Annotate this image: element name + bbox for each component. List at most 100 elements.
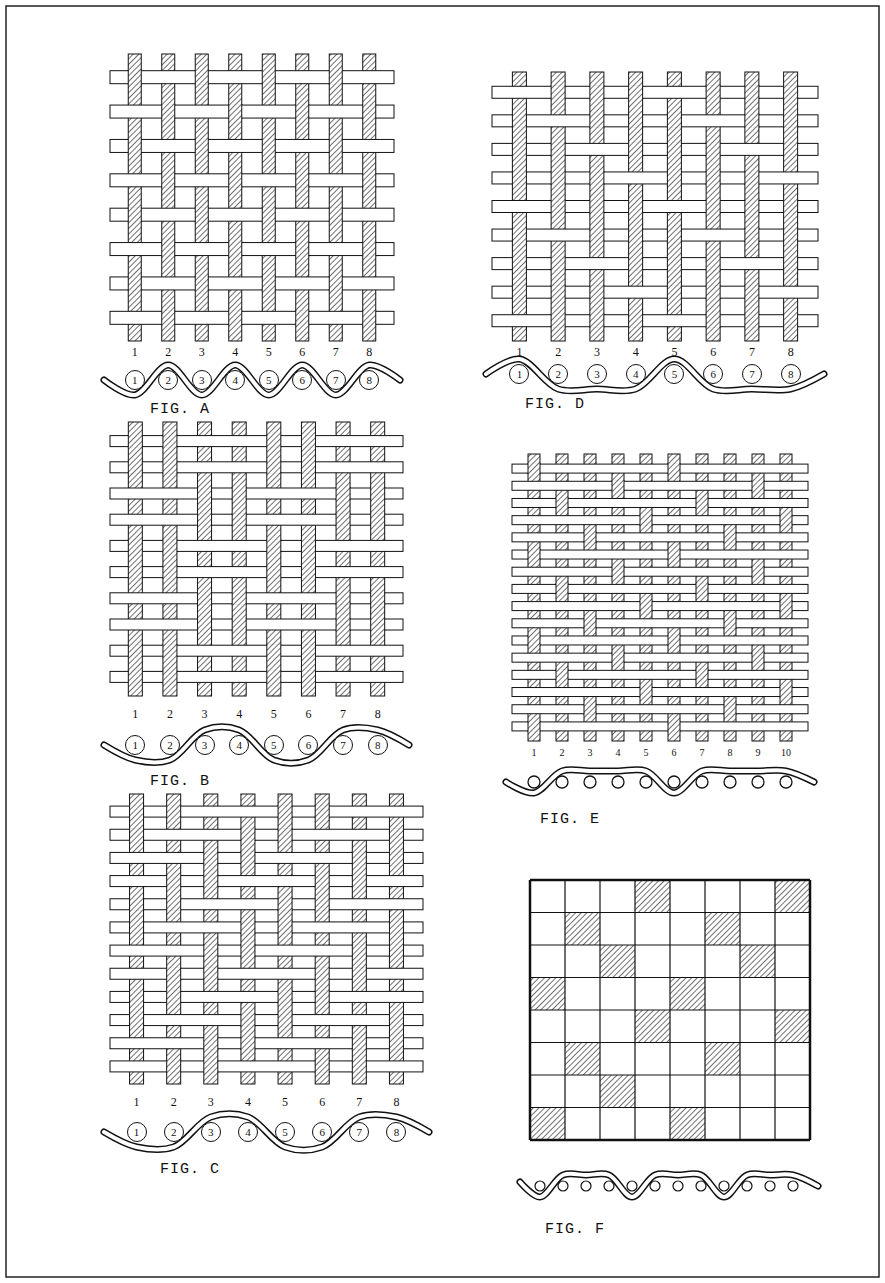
- warp-thread: [784, 72, 798, 341]
- warp-float: [198, 513, 212, 526]
- warp-float: [329, 276, 342, 291]
- warp-edge: [350, 487, 351, 500]
- warp-thread: [629, 72, 643, 341]
- warp-edge: [280, 670, 281, 683]
- weft-thread: [110, 488, 403, 499]
- weft-thread: [512, 722, 808, 731]
- warp-edge: [512, 257, 513, 271]
- weft-thread: [110, 1015, 423, 1026]
- warp-number: 7: [340, 740, 346, 751]
- column-number: 9: [756, 748, 761, 758]
- warp-float: [371, 592, 385, 605]
- warp-edge: [336, 513, 337, 526]
- warp-edge: [342, 276, 343, 291]
- warp-edge: [706, 257, 707, 271]
- warp-edge: [389, 921, 390, 934]
- warp-edge: [246, 592, 247, 605]
- warp-edge: [384, 592, 385, 605]
- warp-edge: [211, 592, 212, 605]
- warp-float: [128, 644, 142, 657]
- warp-edge: [551, 171, 552, 185]
- warp-thread: [163, 422, 177, 696]
- weft-thread: [110, 645, 403, 656]
- warp-float: [745, 200, 759, 214]
- weft-thread: [492, 172, 818, 184]
- warp-thread: [162, 54, 175, 341]
- weft-thread: [492, 143, 818, 155]
- warp-edge: [528, 463, 529, 474]
- warp-float: [204, 944, 218, 957]
- weft-thread: [110, 922, 423, 933]
- warp-number: 8: [394, 1127, 400, 1138]
- warp-edge: [292, 1014, 293, 1027]
- warp-float: [329, 70, 342, 85]
- warp-float: [163, 539, 177, 552]
- warp-edge: [278, 805, 279, 818]
- weft-thread: [512, 602, 808, 611]
- warp-edge: [315, 805, 316, 818]
- warp-edge: [624, 480, 625, 491]
- warp-section: [581, 1181, 591, 1191]
- column-number: 1: [134, 1096, 140, 1108]
- warp-edge: [526, 114, 527, 128]
- column-number: 4: [236, 708, 242, 720]
- warp-edge: [278, 1014, 279, 1027]
- warp-edge: [720, 142, 721, 156]
- warp-edge: [384, 487, 385, 500]
- warp-edge: [308, 104, 309, 119]
- warp-edge: [603, 314, 604, 328]
- warp-section: [696, 776, 708, 788]
- warp-edge: [668, 463, 669, 474]
- warp-edge: [720, 314, 721, 328]
- warp-edge: [797, 257, 798, 271]
- warp-edge: [315, 990, 316, 1003]
- warp-edge: [758, 85, 759, 99]
- warp-edge: [596, 618, 597, 629]
- warp-section: [627, 1181, 637, 1191]
- warp-float: [551, 85, 565, 99]
- warp-float: [229, 310, 242, 325]
- weft-thread: [512, 550, 808, 559]
- warp-edge: [792, 601, 793, 612]
- warp-edge: [329, 875, 330, 888]
- warp-float: [336, 513, 350, 526]
- warp-edge: [706, 200, 707, 214]
- grid-line: [704, 880, 705, 1140]
- raised-cell: [740, 945, 775, 978]
- warp-edge: [792, 687, 793, 698]
- warp-edge: [366, 851, 367, 864]
- warp-edge: [403, 921, 404, 934]
- warp-edge: [254, 1014, 255, 1027]
- column-number: 4: [245, 1096, 251, 1108]
- warp-edge: [129, 921, 130, 934]
- warp-float: [352, 1060, 366, 1073]
- warp-edge: [180, 967, 181, 980]
- warp-edge: [129, 828, 130, 841]
- warp-edge: [526, 142, 527, 156]
- warp-edge: [375, 104, 376, 119]
- weft-section-outline: [486, 359, 824, 391]
- warp-edge: [640, 687, 641, 698]
- warp-edge: [565, 285, 566, 299]
- warp-edge: [603, 285, 604, 299]
- warp-edge: [208, 276, 209, 291]
- warp-edge: [211, 513, 212, 526]
- weft-thread: [110, 829, 423, 840]
- warp-float: [706, 257, 720, 271]
- warp-section-circle: 5: [275, 1122, 295, 1142]
- raised-cell: [705, 913, 740, 946]
- warp-edge: [166, 805, 167, 818]
- warp-edge: [217, 967, 218, 980]
- warp-float: [629, 257, 643, 271]
- warp-edge: [797, 142, 798, 156]
- warp-float: [278, 921, 292, 934]
- warp-edge: [389, 1037, 390, 1050]
- warp-edge: [667, 228, 668, 242]
- column-number: 7: [749, 346, 755, 358]
- warp-edge: [724, 618, 725, 629]
- warp-float: [612, 480, 624, 491]
- warp-float: [551, 314, 565, 328]
- warp-edge: [301, 644, 302, 657]
- warp-float: [336, 618, 350, 631]
- warp-edge: [540, 549, 541, 560]
